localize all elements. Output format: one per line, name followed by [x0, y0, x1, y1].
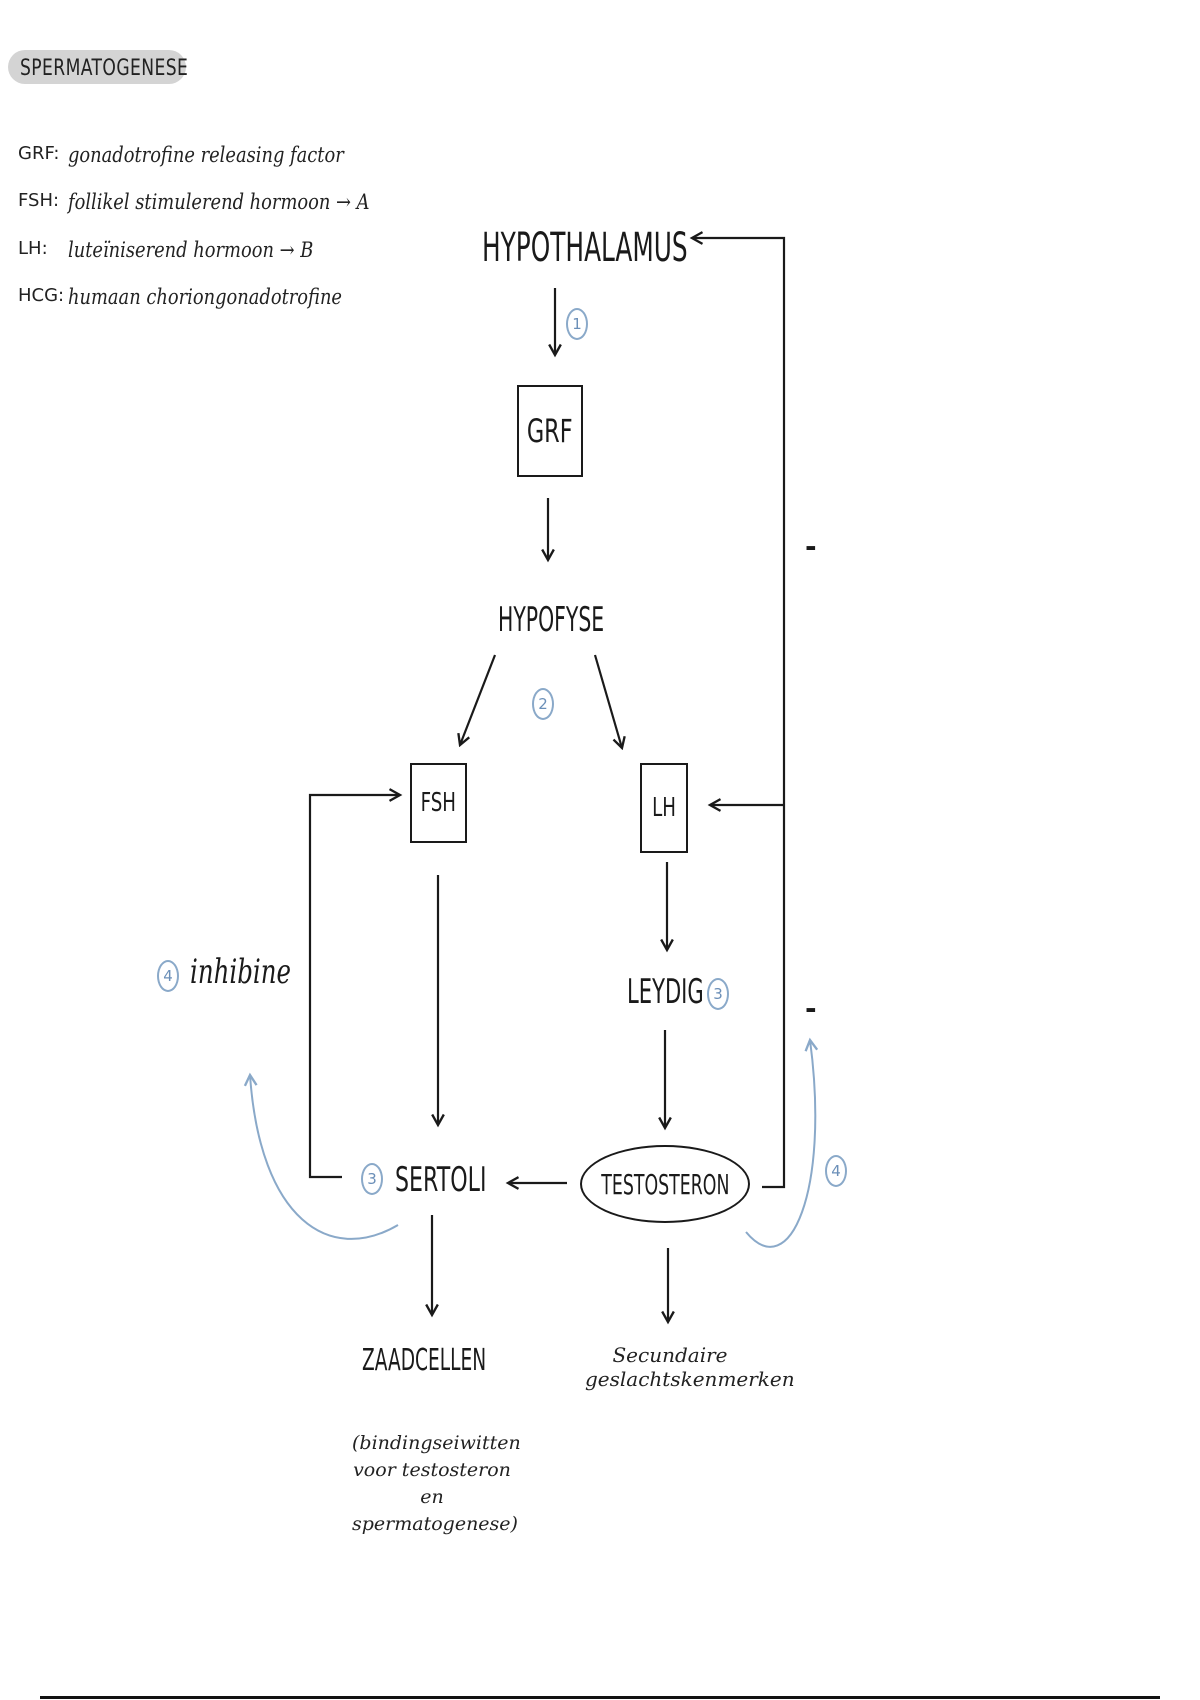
grf-label: GRF	[527, 412, 573, 450]
fsh-label: FSH	[420, 788, 457, 818]
legend-definition: luteïniserend hormoon → B	[68, 238, 314, 262]
step-number-badge: 2	[532, 688, 554, 720]
arrow-hypofyse-lh	[593, 654, 622, 748]
legend-abbr: FSH:	[18, 190, 60, 211]
step-number-badge: 1	[566, 308, 588, 340]
bindingseiwitten-note: (bindingseiwitten voor testosteron en sp…	[352, 1432, 521, 1535]
secundaire-label: Secundaire geslachtskenmerken	[585, 1343, 795, 1391]
hypothalamus-label: HYPOTHALAMUS	[482, 225, 688, 271]
legend-abbr: HCG:	[18, 285, 65, 306]
bottom-divider	[40, 1696, 1160, 1699]
fsh-box: FSH	[410, 763, 467, 843]
testosteron-feedback-line	[692, 238, 786, 1189]
negative-feedback-sign: -	[805, 530, 817, 563]
testosteron-curve-arrow	[745, 1040, 815, 1248]
legend-definition: follikel stimulerend hormoon → A	[68, 190, 370, 214]
lh-label: LH	[652, 793, 676, 823]
inhibine-label: inhibine	[190, 952, 291, 992]
sertoli-label: SERTOLI	[395, 1160, 487, 1200]
hypofyse-label: HYPOFYSE	[498, 600, 605, 640]
step-number-badge: 3	[707, 978, 729, 1010]
legend-abbr: GRF:	[18, 143, 60, 164]
lh-box: LH	[640, 763, 688, 853]
leydig-label: LEYDIG	[627, 972, 704, 1012]
arrow-hypofyse-fsh	[460, 654, 497, 745]
testosteron-oval: TESTOSTERON	[580, 1145, 750, 1223]
legend-abbr: LH:	[18, 238, 48, 259]
grf-box: GRF	[517, 385, 583, 477]
legend-definition: humaan choriongonadotrofine	[68, 285, 343, 309]
inhibine-curve-arrow	[250, 1075, 399, 1240]
negative-feedback-sign: -	[805, 992, 817, 1025]
step-number-badge: 3	[361, 1163, 383, 1195]
step-number-badge: 4	[825, 1155, 847, 1187]
zaadcellen-label: ZAADCELLEN	[362, 1343, 487, 1378]
title-highlight	[8, 50, 186, 84]
legend-definition: gonadotrofine releasing factor	[68, 143, 344, 167]
step-number-badge: 4	[157, 960, 179, 992]
page-title: SPERMATOGENESE	[20, 56, 189, 81]
testosteron-label: TESTOSTERON	[600, 1167, 730, 1201]
inhibine-feedback-line	[308, 795, 400, 1179]
